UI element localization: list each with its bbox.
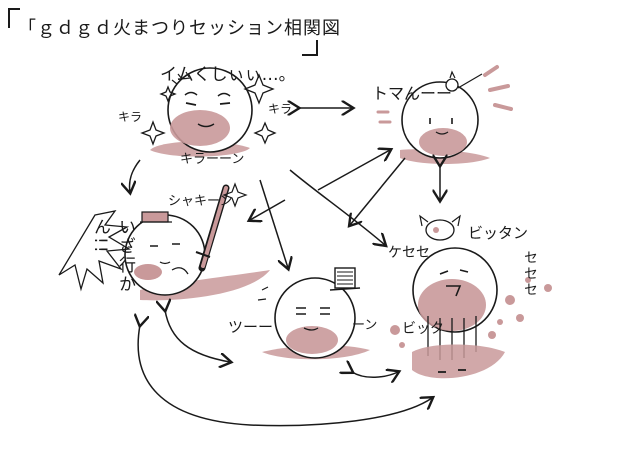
speech-top-left: イムくしぃぃ…。 xyxy=(160,65,296,85)
bird-icon xyxy=(419,214,461,241)
top-hat-icon xyxy=(329,267,361,291)
relationship-arrows xyxy=(129,108,440,427)
sfx-bottom-center-right: ーン xyxy=(352,318,378,333)
sfx-sparkle-right: キラ xyxy=(268,102,293,116)
sfx-sparkle-left: キラ xyxy=(118,110,143,124)
sfx-sword: シャキーン xyxy=(168,194,233,209)
speech-top-right: トマんーー xyxy=(372,84,453,103)
shout-left: いざ行かん!! xyxy=(90,218,135,294)
sfx-bottom-right-top-left: ケセセ xyxy=(388,245,430,261)
page-title: 「ｇｄｇｄ火まつりセッション相関図 xyxy=(8,8,341,56)
sfx-sparkle-bottom: キラーーン xyxy=(180,152,245,167)
title-bracket-close xyxy=(302,40,318,56)
character-left xyxy=(58,182,270,301)
sfx-bottom-right-top-right: ビッタン xyxy=(468,224,529,242)
sfx-bottom-right-bottom: ビッタ xyxy=(402,321,444,337)
sfx-bottom-right-side: セセセ xyxy=(522,250,538,298)
sparkle-icon xyxy=(140,73,277,146)
sword-icon xyxy=(195,184,230,272)
title-bracket-open xyxy=(8,8,20,28)
title-text: 「ｇｄｇｄ火まつりセッション相関図 xyxy=(18,18,341,39)
character-top-left xyxy=(140,67,277,157)
sfx-bottom-center-left: ツーー xyxy=(228,318,274,336)
